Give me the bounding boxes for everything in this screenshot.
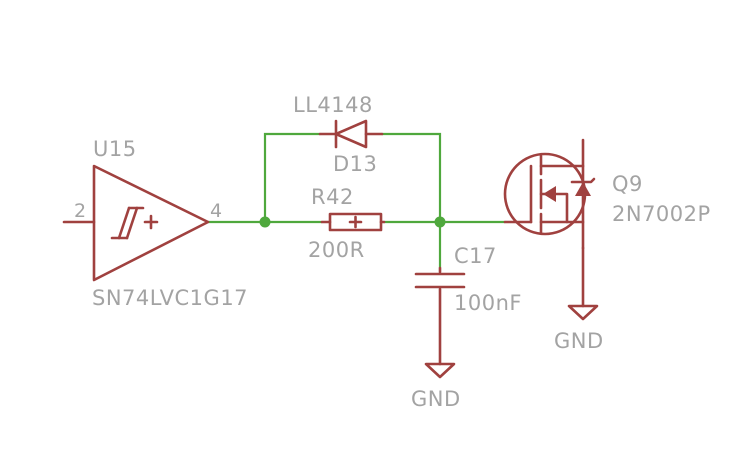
buffer-symbol bbox=[62, 164, 210, 282]
buffer-value: SN74LVC1G17 bbox=[92, 286, 248, 310]
wire-right-diode-branch bbox=[380, 132, 442, 224]
resistor-refdes: R42 bbox=[311, 185, 354, 209]
wire-left-diode-branch bbox=[263, 132, 322, 224]
buffer-pin-in: 2 bbox=[74, 200, 86, 222]
gnd-label-capacitor: GND bbox=[411, 387, 461, 411]
mosfet-value: 2N7002P bbox=[612, 202, 711, 226]
diode-value: LL4148 bbox=[293, 93, 373, 117]
gnd-label-mosfet: GND bbox=[554, 329, 604, 353]
diode-refdes: D13 bbox=[333, 152, 377, 176]
buffer-pin-out: 4 bbox=[210, 200, 222, 222]
wires bbox=[206, 132, 507, 270]
capacitor-value: 100nF bbox=[454, 291, 522, 315]
ground-icon bbox=[424, 362, 456, 379]
junction-left bbox=[259, 216, 271, 228]
capacitor-symbol bbox=[414, 266, 466, 366]
buffer-refdes: U15 bbox=[93, 137, 137, 161]
junction-right bbox=[434, 216, 446, 228]
mosfet-refdes: Q9 bbox=[612, 172, 643, 196]
diode-symbol bbox=[318, 119, 384, 149]
resistor-value: 200R bbox=[308, 238, 365, 262]
resistor-symbol bbox=[320, 212, 386, 232]
capacitor-refdes: C17 bbox=[454, 244, 497, 268]
ground-icon bbox=[567, 304, 599, 321]
mosfet-symbol bbox=[503, 138, 596, 308]
